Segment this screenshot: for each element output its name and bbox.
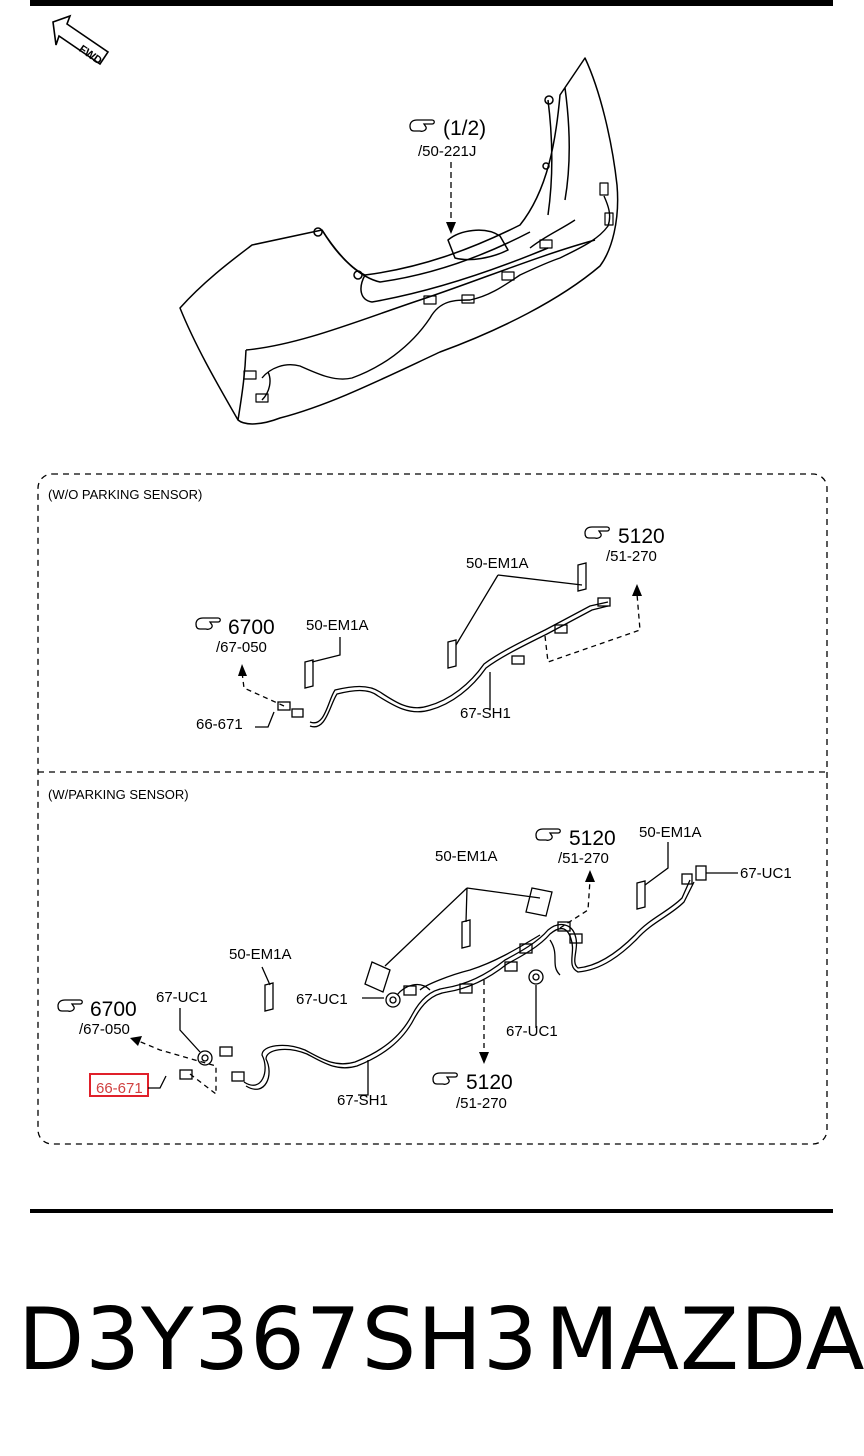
ref-6700-page-w: /67-050	[79, 1021, 130, 1038]
rear-bumper-drawing	[179, 57, 619, 425]
footer: D3Y367SH3 MAZDA	[0, 1290, 864, 1400]
label-671-highlight: 66-671	[96, 1080, 143, 1097]
ref-5120-num: 5120	[618, 525, 665, 548]
top-reference: (1/2) /50-221J	[409, 117, 486, 234]
section-title-without: (W/O PARKING SENSOR)	[48, 487, 202, 502]
label-em1a-left: 50-EM1A	[229, 946, 292, 963]
section-frame	[37, 473, 828, 1145]
ref-5120-bottom-page: /51-270	[456, 1095, 507, 1112]
label-671: 66-671	[196, 716, 243, 733]
label-uc1-left: 67-UC1	[156, 989, 208, 1006]
ref-6700-num: 6700	[228, 616, 275, 639]
ref-5120-page: /51-270	[606, 548, 657, 565]
label-em1a-right: 50-EM1A	[639, 824, 702, 841]
label-em1a-b: 50-EM1A	[306, 617, 369, 634]
label-uc1-mid: 67-UC1	[296, 991, 348, 1008]
divider-rule	[30, 1209, 833, 1213]
section-without-sensor: (W/O PARKING SENSOR) 5120 /51-270 6700 /…	[48, 487, 665, 733]
ref-page: /50-221J	[418, 143, 476, 160]
ref-6700-num-w: 6700	[90, 998, 137, 1021]
section-with-sensor: (W/PARKING SENSOR) 5120 /51-270 5120 /51…	[48, 787, 792, 1112]
top-rule	[30, 0, 833, 6]
brand-name: MAZDA	[545, 1290, 864, 1390]
label-sh1: 67-SH1	[460, 705, 511, 722]
part-number: D3Y367SH3	[18, 1290, 539, 1390]
ref-5120-top-page: /51-270	[558, 850, 609, 867]
label-em1a-mid: 50-EM1A	[435, 848, 498, 865]
label-uc1-lower: 67-UC1	[506, 1023, 558, 1040]
fwd-arrow-icon: FWD	[52, 14, 110, 67]
highlight-box	[89, 1073, 149, 1097]
ref-mark: (1/2)	[443, 117, 486, 140]
label-sh1-w: 67-SH1	[337, 1092, 388, 1109]
parts-diagram: FWD (1/2) /50-221J	[37, 14, 828, 1145]
section-title-with: (W/PARKING SENSOR)	[48, 787, 189, 802]
label-uc1-right: 67-UC1	[740, 865, 792, 882]
label-em1a-a: 50-EM1A	[466, 555, 529, 572]
ref-6700-page: /67-050	[216, 639, 267, 656]
ref-5120-bottom-num: 5120	[466, 1071, 513, 1094]
ref-5120-top-num: 5120	[569, 827, 616, 850]
